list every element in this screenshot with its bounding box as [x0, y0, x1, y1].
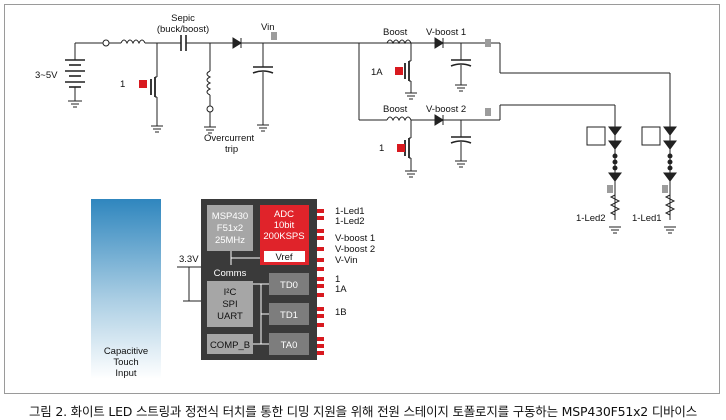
fuse-symbol	[102, 39, 110, 47]
battery-label: 3~5V	[35, 70, 58, 81]
vref-label: Vref	[275, 252, 292, 263]
adc-rate: 200KSPS	[263, 231, 304, 242]
sepic-diode	[232, 37, 242, 49]
boost1-inductor	[386, 39, 412, 45]
adc-title: ADC	[274, 209, 294, 220]
figure-caption: 그림 2. 화이트 LED 스트링과 정전식 터치를 통한 디밍 지원을 위해 …	[28, 404, 698, 419]
vin-label: Vin	[261, 22, 275, 33]
i2c-label: I²C	[224, 287, 237, 298]
adc-input-vboost2: V-boost 2	[335, 244, 375, 255]
td0-output-1: 1	[335, 274, 340, 285]
vboost2-label: V-boost 2	[426, 104, 466, 115]
td1-label: TD1	[280, 310, 298, 321]
boost2-label: Boost	[383, 104, 408, 115]
comparator-block	[207, 334, 253, 354]
boost1-label: Boost	[383, 27, 408, 38]
cpu-family-label: F51x2	[217, 223, 243, 234]
led-string-right	[641, 123, 677, 234]
vboost2-probe-arrow	[479, 108, 491, 116]
adc-input-vin: V-Vin	[335, 255, 358, 266]
vin-probe-arrow	[263, 32, 277, 40]
led1-probe-arrow	[656, 185, 668, 193]
comms-label: Comms	[214, 268, 247, 279]
uart-label: UART	[217, 311, 243, 322]
mcu-package	[201, 199, 331, 360]
sepic-mode-label: (buck/boost)	[157, 24, 209, 35]
td1-block	[269, 303, 309, 325]
battery-symbol	[65, 43, 85, 108]
sepic-gate-label: 1	[120, 79, 125, 90]
spi-label: SPI	[222, 299, 237, 310]
touch-label-line1: Capacitive	[104, 346, 148, 357]
overcurrent-label: Overcurrent	[204, 133, 255, 144]
sepic-gate-arrow	[131, 80, 147, 88]
adc-input-vboost1: V-boost 1	[335, 233, 375, 244]
td0-block	[269, 273, 309, 295]
led2-probe-arrow	[601, 185, 613, 193]
cpu-part-label: MSP430	[212, 211, 248, 222]
touch-label-line2: Touch	[113, 357, 138, 368]
adc-input-led2: 1-Led2	[335, 216, 365, 227]
vboost1-probe-arrow	[479, 39, 491, 47]
td0-label: TD0	[280, 280, 298, 291]
vboost1-label: V-boost 1	[426, 27, 466, 38]
vref-block	[264, 251, 305, 262]
touch-label-line3: Input	[115, 368, 136, 379]
comparator-label: COMP_B	[210, 340, 250, 351]
boost1-gate-label: 1A	[371, 67, 383, 78]
led1-label: 1-Led1	[632, 213, 662, 224]
td0-output-1a: 1A	[335, 284, 347, 295]
adc-input-led1: 1-Led1	[335, 206, 365, 217]
boost2-gate-arrow	[389, 144, 405, 152]
sepic-label: Sepic	[171, 13, 195, 24]
boost1-gate-arrow	[387, 67, 403, 75]
boost2-gate-label: 1	[379, 143, 384, 154]
schematic-diagram: 3~5V Sepic (buck/boost) Vin Overcurrent …	[35, 13, 677, 379]
cpu-clock-label: 25MHz	[215, 235, 245, 246]
sepic-inductor-2	[206, 70, 212, 96]
inductor-symbol	[120, 39, 146, 45]
boost2-diode	[434, 114, 444, 126]
comms-block	[207, 281, 253, 327]
figure-frame: 3~5V Sepic (buck/boost) Vin Overcurrent …	[4, 4, 720, 394]
boost2-inductor	[386, 116, 412, 122]
led2-label: 1-Led2	[576, 213, 606, 224]
ta0-label: TA0	[281, 340, 298, 351]
boost1-diode	[434, 37, 444, 49]
ta0-block	[269, 333, 309, 355]
adc-bits: 10bit	[274, 220, 295, 231]
cpu-block	[207, 205, 253, 251]
capacitive-touch-panel[interactable]	[91, 199, 161, 379]
overcurrent-trip-label: trip	[225, 144, 238, 155]
supply-label: 3.3V	[179, 254, 199, 265]
td1-output-1b: 1B	[335, 307, 347, 318]
led-string-left	[586, 123, 622, 234]
